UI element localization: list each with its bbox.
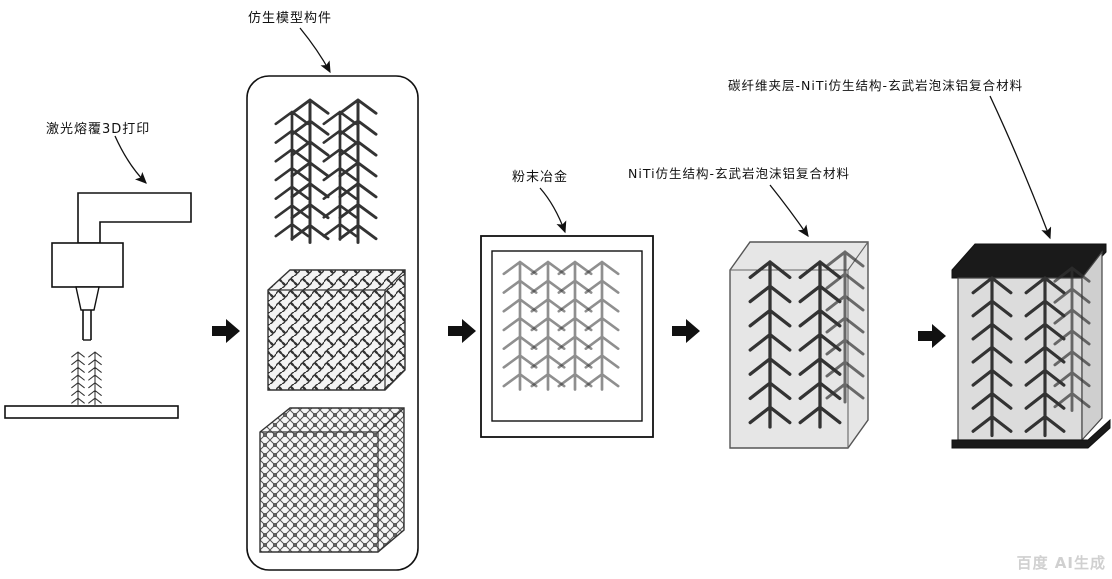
carbon-composite-label: 碳纤维夹层-NiTi仿生结构-玄武岩泡沫铝复合材料 xyxy=(728,78,1024,93)
laser-printer-illustration xyxy=(4,192,192,419)
niti-composite-label: NiTi仿生结构-玄武岩泡沫铝复合材料 xyxy=(628,166,851,181)
flow-arrow-4 xyxy=(918,324,946,348)
laser-cladding-label: 激光熔覆3D打印 xyxy=(46,122,151,137)
flow-arrow-2 xyxy=(448,319,476,343)
powder-mold xyxy=(480,235,654,438)
carbon-sandwich-block xyxy=(951,243,1111,449)
watermark: 百度 AI生成 xyxy=(1016,554,1106,572)
niti-callout-line xyxy=(769,184,809,238)
bionic-model-label: 仿生模型构件 xyxy=(248,11,333,26)
flow-arrow-1 xyxy=(212,319,240,343)
lattice-block-2 xyxy=(259,407,405,553)
niti-composite-block xyxy=(729,241,869,449)
lattice-block-1 xyxy=(267,269,406,391)
flow-arrow-3 xyxy=(672,319,700,343)
laser-callout-line xyxy=(114,135,147,184)
powder-callout-line xyxy=(539,187,567,234)
carbon-callout-line xyxy=(989,95,1052,240)
bionic-callout-line xyxy=(299,27,331,74)
powder-metallurgy-label: 粉末冶金 xyxy=(512,170,569,185)
